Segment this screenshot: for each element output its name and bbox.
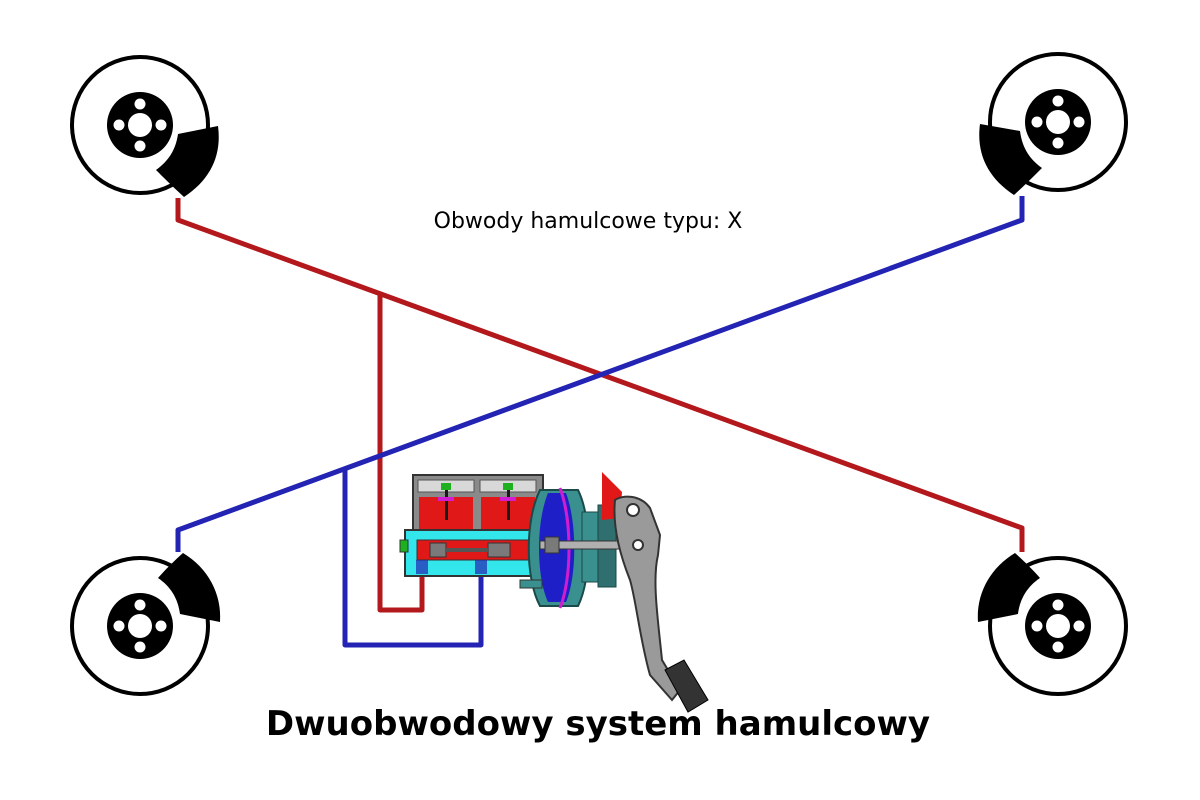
- blue-line-to-master-cylinder: [342, 468, 484, 648]
- brake-booster-icon: [519, 472, 641, 609]
- brake-circuit-blue: [175, 196, 1025, 648]
- wheel-rear-left: [70, 553, 221, 696]
- master-cylinder-icon: [399, 474, 551, 577]
- brake-pedal-icon: [613, 495, 709, 713]
- brake-caliper-icon: [158, 553, 221, 622]
- diagram-subtitle: Obwody hamulcowe typu: X: [434, 209, 743, 234]
- wheel-front-left: [70, 55, 219, 197]
- pedal-pad: [664, 659, 709, 713]
- cylinder-end-valve: [399, 539, 409, 553]
- pedal-pivot: [626, 503, 640, 517]
- wheel-rear-right: [977, 553, 1128, 696]
- diagram-title: Dwuobwodowy system hamulcowy: [266, 704, 930, 744]
- wheel-front-right: [979, 52, 1128, 195]
- blue-line-front-right-to-rear-left: [175, 196, 1025, 552]
- brake-caliper-icon: [979, 124, 1042, 195]
- brake-caliper-icon: [977, 553, 1040, 622]
- brake-caliper-icon: [156, 126, 219, 197]
- red-line-to-master-cylinder: [377, 294, 425, 613]
- pedal-rod-pin: [632, 539, 644, 551]
